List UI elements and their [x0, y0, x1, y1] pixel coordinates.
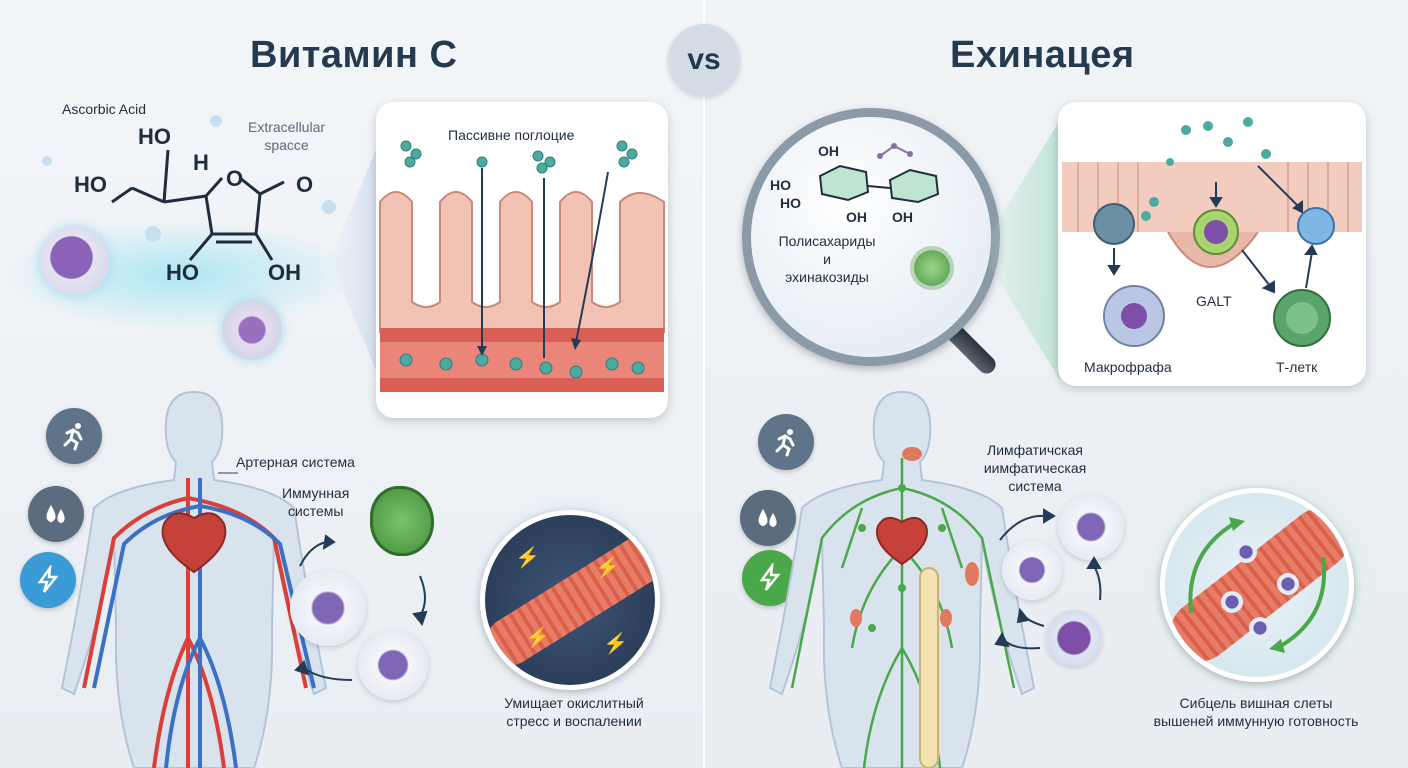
repair-cell — [1235, 541, 1257, 563]
spark-icon: ⚡ — [515, 547, 540, 569]
galt-inset: GALT Макрофрафа Т-летк — [1058, 102, 1366, 386]
chem-o-ring: O — [226, 166, 244, 191]
running-icon — [775, 429, 795, 457]
running-icon-button-right — [758, 414, 814, 470]
left-title: Витамин C — [250, 34, 458, 76]
polysaccharide-structure — [818, 143, 940, 204]
molecule-name: Ascorbic Acid — [62, 101, 147, 117]
repair-cell — [1249, 617, 1271, 639]
body-circulatory — [60, 390, 328, 768]
chem-h: H — [193, 150, 209, 175]
extracellular-label: Extracellular spacce — [248, 119, 326, 153]
divider-top — [703, 0, 705, 24]
intestine-illustration — [379, 140, 665, 392]
muscle-tissue — [485, 527, 655, 675]
droplets-icon — [758, 509, 777, 527]
divider-bottom — [703, 96, 705, 768]
tcell-label: Т-летк — [1276, 359, 1318, 375]
immune-label: Иммунная системы — [282, 485, 350, 519]
macrophage-label: Макрофрафа — [1084, 359, 1172, 375]
running-icon — [63, 423, 83, 451]
body-lymphatic — [768, 390, 1036, 768]
chem-ho1: HO — [770, 177, 791, 193]
running-icon-button — [46, 408, 102, 464]
vs-label: vs — [687, 43, 721, 76]
echinacea-cell — [914, 250, 950, 286]
chem-ho-top: HO — [138, 124, 171, 149]
vs-badge: vs — [668, 24, 740, 96]
spark-icon: ⚡ — [595, 557, 620, 579]
spark-icon: ⚡ — [525, 627, 550, 649]
white-cell-right-1 — [1002, 540, 1062, 600]
bubble — [42, 156, 52, 166]
lymphocyte-right — [1046, 610, 1102, 666]
arterial-label: Артерная система — [236, 454, 355, 470]
magnifier-label: Полисахариды и эхинакозиды — [778, 233, 876, 285]
immune-cell-right — [222, 300, 282, 360]
lightning-icon-button — [20, 552, 76, 608]
left-muscle-caption: Умищает окислитный стресс и воспалении — [504, 695, 644, 729]
chem-oh3: OH — [892, 209, 913, 225]
chem-ho-bottom: HO — [166, 260, 199, 285]
chem-oh2: OH — [846, 209, 867, 225]
absorption-label: Пассивне поглоцие — [448, 127, 575, 143]
repair-cell — [1277, 573, 1299, 595]
ascorbic-acid-structure — [111, 130, 285, 261]
droplets-icon — [46, 505, 65, 523]
chem-ho2: HO — [780, 195, 801, 211]
white-cell-1 — [290, 570, 366, 646]
galt-label: GALT — [1196, 293, 1232, 309]
bubble — [145, 226, 161, 242]
chem-oh1: OH — [818, 143, 839, 159]
lightning-icon — [37, 565, 59, 593]
muscle-circle-left: ⚡ ⚡ ⚡ ⚡ — [480, 510, 660, 690]
immune-cell-left — [40, 226, 110, 296]
galt-illustration — [1062, 117, 1362, 347]
chem-o-carbonyl: O — [296, 172, 314, 197]
pathogen-green — [370, 486, 434, 556]
right-muscle-caption: Сибцель вишная слеты вышеней иммунную го… — [1153, 695, 1359, 729]
repair-arrows — [1188, 517, 1326, 653]
lightning-icon — [759, 563, 781, 591]
absorption-inset: Пассивне поглоцие — [376, 102, 668, 418]
lymph-arrows — [994, 508, 1102, 650]
spark-icon: ⚡ — [603, 633, 628, 655]
white-cell-right-2 — [1058, 494, 1124, 560]
droplets-icon-button — [28, 486, 84, 542]
chem-oh-bottom: OH — [268, 260, 301, 285]
repair-cell — [1221, 591, 1243, 613]
muscle-circle-right — [1160, 488, 1354, 682]
droplets-icon-button-right — [740, 490, 796, 546]
white-cell-2 — [358, 630, 428, 700]
lymph-label: Лимфатичская иимфатическая система — [983, 442, 1087, 494]
chem-ho-left: HO — [74, 172, 107, 197]
right-title: Exинацея — [950, 34, 1135, 76]
bubble — [322, 200, 336, 214]
arterial-leader — [218, 472, 238, 474]
bubble — [210, 115, 222, 127]
immune-arrows — [294, 534, 428, 681]
